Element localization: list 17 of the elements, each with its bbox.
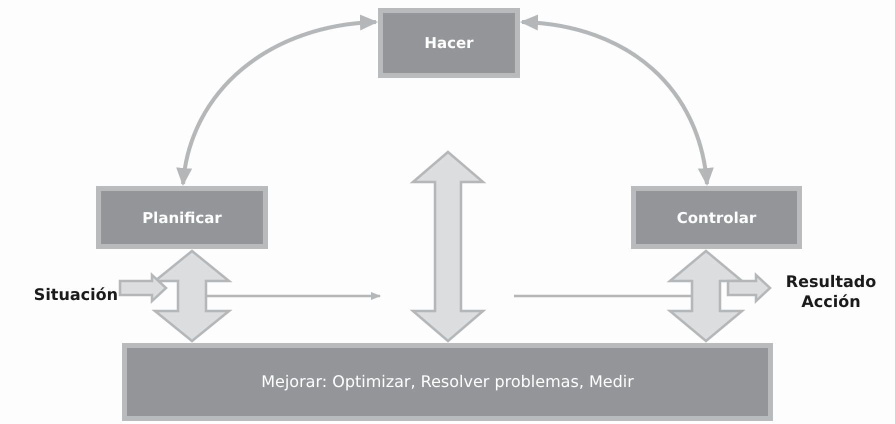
box-label: Planificar <box>142 208 222 226</box>
process-box <box>631 186 802 249</box>
process-box <box>122 343 773 421</box>
box-label: Mejorar: Optimizar, Resolver problemas, Medir <box>261 372 634 392</box>
block-arrow <box>118 272 168 304</box>
flow-label: Resultado Acción <box>772 272 890 312</box>
box-label: Controlar <box>676 208 756 226</box>
block-arrow <box>726 272 772 304</box>
double-block-arrow <box>666 249 746 343</box>
double-block-arrow <box>151 249 233 343</box>
process-box <box>378 8 520 78</box>
curved-arrow <box>177 15 378 186</box>
curved-arrow <box>520 15 713 186</box>
flow-label: Situación <box>14 285 118 305</box>
double-block-arrow <box>410 150 486 343</box>
process-box <box>96 186 268 249</box>
box-label: Hacer <box>424 34 474 52</box>
